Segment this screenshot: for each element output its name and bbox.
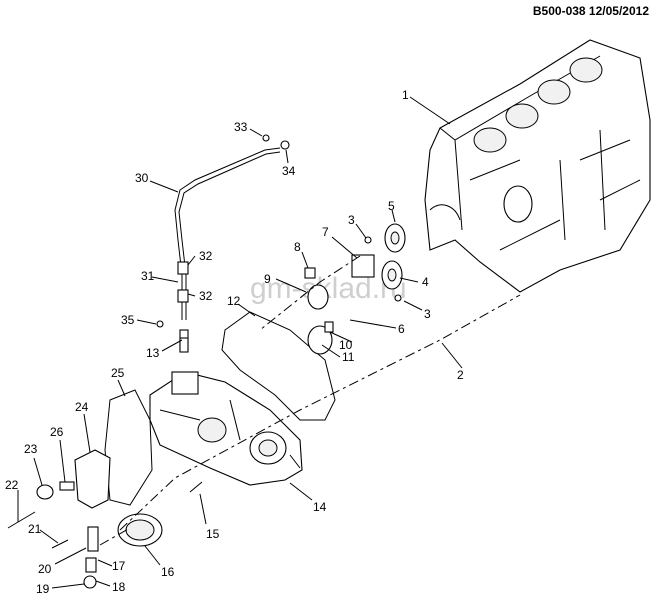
callout-2: 2 [457, 368, 464, 382]
callout-1: 1 [402, 88, 409, 102]
callout-22: 22 [5, 478, 19, 492]
engine-block [424, 39, 651, 293]
cover-gasket [221, 311, 336, 421]
callout-7: 7 [322, 225, 329, 239]
callout-8: 8 [294, 240, 301, 254]
callout-32a: 32 [199, 249, 213, 263]
callout-6: 6 [398, 322, 405, 336]
callout-30: 30 [135, 171, 149, 185]
callout-23: 23 [24, 442, 38, 456]
callout-19: 19 [36, 582, 50, 596]
callout-15: 15 [206, 527, 220, 541]
callout-21: 21 [28, 522, 42, 536]
callout-33: 33 [234, 120, 248, 134]
diagram-code: B500-038 12/05/2012 [532, 4, 649, 18]
center-line [119, 294, 521, 531]
callout-14: 14 [313, 500, 327, 514]
callout-12: 12 [227, 294, 241, 308]
callout-3b: 3 [424, 307, 431, 321]
callout-5: 5 [388, 199, 395, 213]
callout-4: 4 [422, 275, 429, 289]
callout-18: 18 [112, 580, 126, 594]
callout-26: 26 [50, 425, 64, 439]
watermark: gm-sklad.ru [250, 272, 407, 305]
callout-3a: 3 [348, 213, 355, 227]
callout-24: 24 [75, 400, 89, 414]
callout-17: 17 [112, 559, 126, 573]
callout-20: 20 [38, 562, 52, 576]
callout-31: 31 [141, 269, 155, 283]
callout-16: 16 [161, 565, 175, 579]
callout-32b: 32 [199, 289, 213, 303]
leader-lines [17, 96, 463, 589]
callout-10: 10 [339, 338, 353, 352]
relief-valve-housing [7, 449, 111, 589]
callout-34: 34 [282, 164, 296, 178]
balancer-parts [304, 223, 406, 355]
callout-13: 13 [146, 346, 160, 360]
front-cover [149, 371, 303, 486]
callout-11: 11 [342, 350, 355, 364]
callout-25: 25 [111, 366, 125, 380]
callout-labels: 1 2 3 3 4 5 6 7 8 9 10 11 12 13 14 15 16… [5, 88, 464, 596]
pump-gasket [104, 389, 153, 506]
callout-9: 9 [264, 272, 271, 286]
callout-35: 35 [121, 313, 135, 327]
